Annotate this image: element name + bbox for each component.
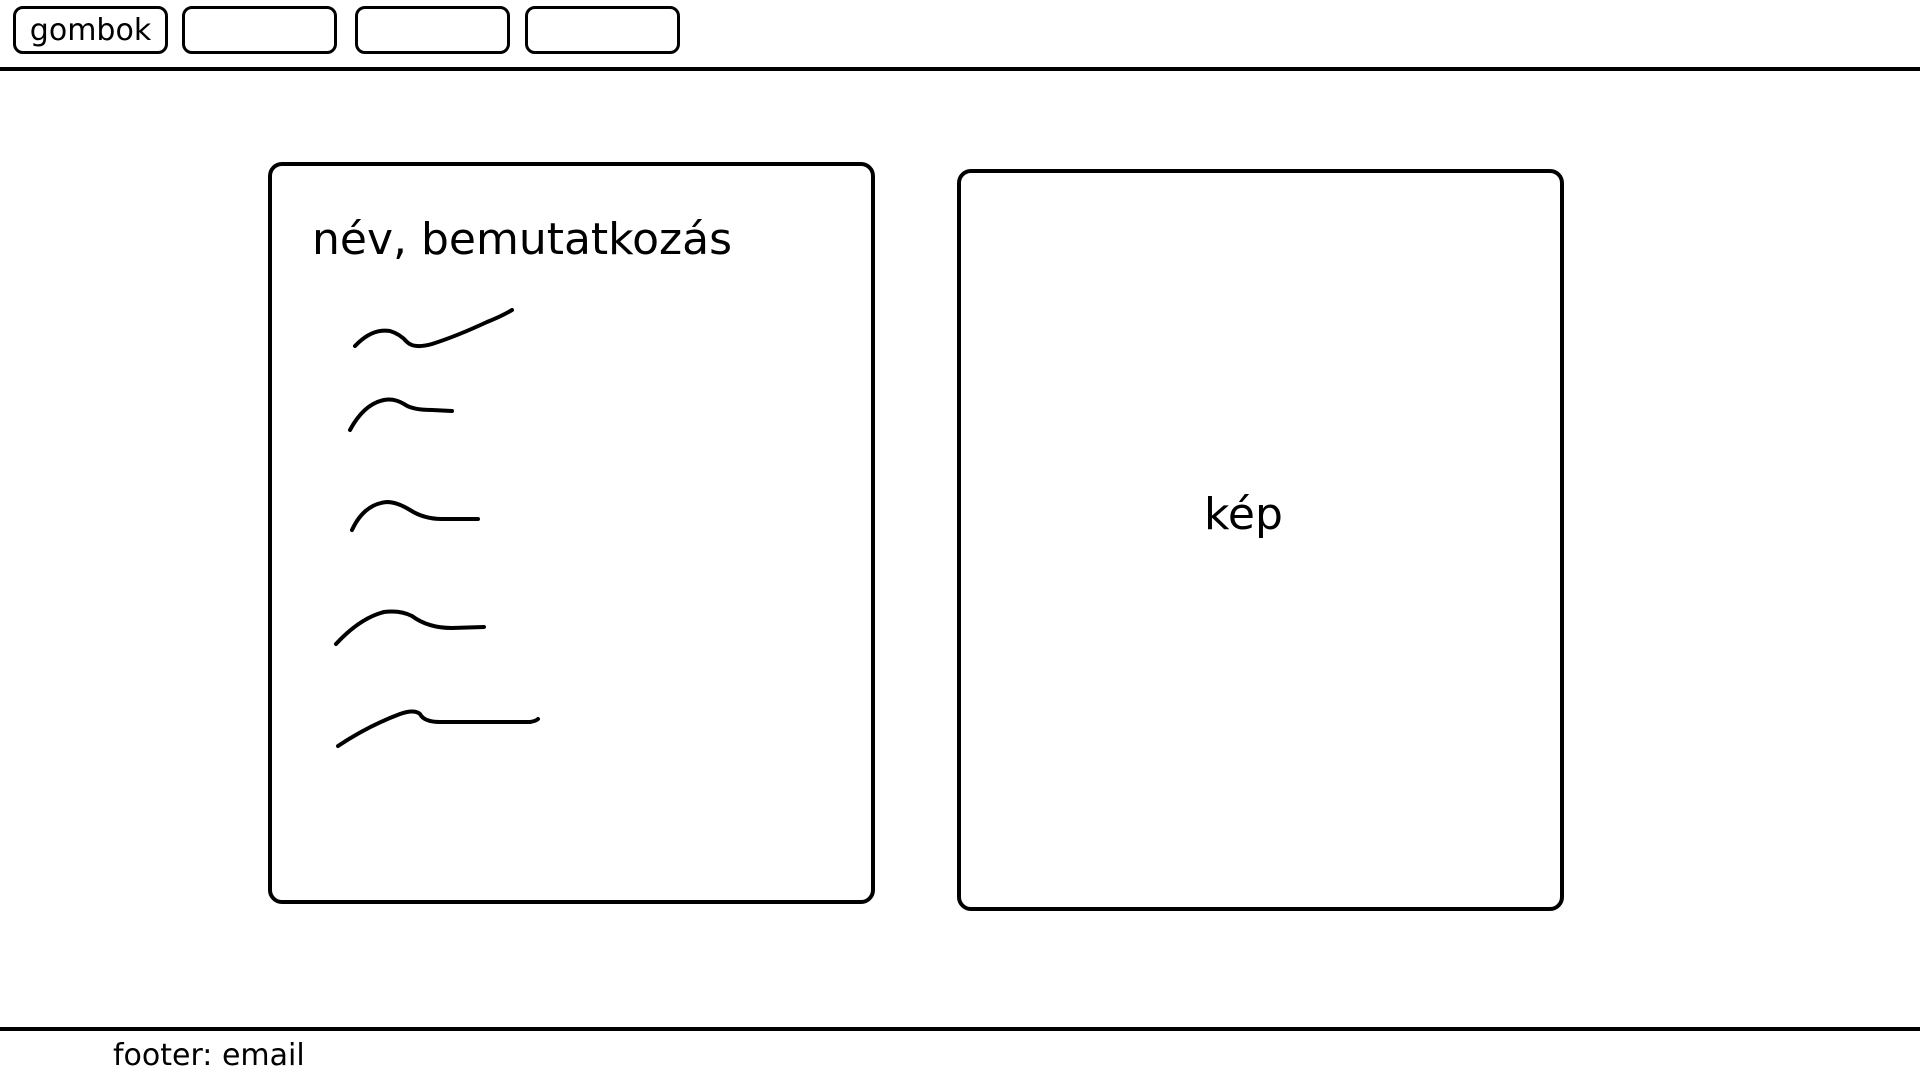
nav-button-4[interactable] <box>525 6 680 54</box>
placeholder-line <box>334 609 486 646</box>
nav-button-2[interactable] <box>182 6 337 54</box>
placeholder-line <box>348 397 454 432</box>
footer-divider <box>0 1027 1920 1031</box>
placeholder-line <box>353 308 514 349</box>
nav-button-gombok[interactable]: gombok <box>13 6 168 54</box>
placeholder-text-lines <box>334 308 540 748</box>
intro-card: név, bemutatkozás <box>268 162 875 904</box>
placeholder-line <box>350 500 480 532</box>
intro-title: név, bemutatkozás <box>312 214 732 265</box>
image-placeholder: kép <box>957 169 1564 911</box>
nav-button-3[interactable] <box>355 6 510 54</box>
header-divider <box>0 67 1920 71</box>
footer-email: footer: email <box>113 1038 305 1073</box>
placeholder-line <box>336 709 540 748</box>
image-label: kép <box>1204 489 1283 540</box>
